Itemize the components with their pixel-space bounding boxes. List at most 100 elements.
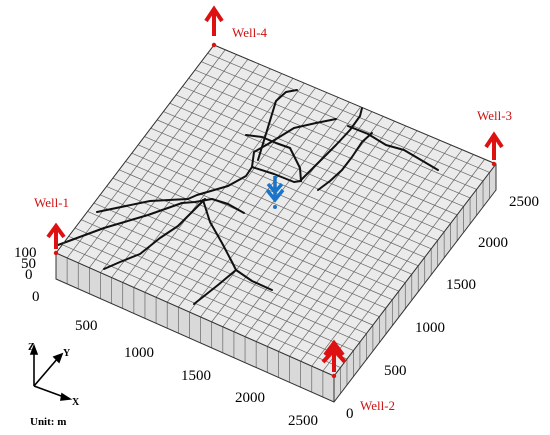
fracture-network bbox=[57, 89, 439, 305]
x-tick-label: 500 bbox=[75, 318, 98, 334]
grid-line bbox=[182, 86, 464, 207]
x-tick-label: 2500 bbox=[288, 413, 318, 429]
grid-line bbox=[81, 219, 361, 343]
well-label: Well-4 bbox=[232, 25, 268, 40]
grid-line bbox=[211, 111, 373, 323]
grid-line bbox=[194, 69, 477, 190]
side-grid bbox=[55, 164, 497, 402]
y-tick-label: 0 bbox=[346, 406, 354, 422]
fracture-6 bbox=[251, 118, 337, 168]
y-tick-label: 2500 bbox=[509, 194, 539, 210]
z-tick-label: 100 bbox=[14, 245, 37, 261]
z-tick-label: 50 bbox=[21, 256, 36, 272]
grid-line bbox=[89, 59, 249, 268]
well-point bbox=[53, 250, 59, 256]
well-4-marker: Well-4 bbox=[204, 5, 268, 48]
up-arrow-icon bbox=[484, 131, 504, 160]
well-label: Well-3 bbox=[477, 108, 512, 123]
well-3-marker: Well-3 bbox=[477, 108, 512, 167]
fracture-9 bbox=[245, 134, 302, 182]
grid-line bbox=[322, 159, 485, 372]
x-tick-label: 2000 bbox=[235, 390, 265, 406]
y-axis-arrow bbox=[33, 357, 59, 387]
fracture-10 bbox=[299, 107, 363, 182]
grid-line bbox=[163, 111, 445, 233]
grid-line bbox=[189, 101, 350, 313]
grid-line bbox=[289, 144, 452, 357]
y-arrowhead-icon bbox=[52, 352, 64, 364]
x-tick-label: 1500 bbox=[181, 368, 211, 384]
grid-line bbox=[155, 87, 316, 298]
well-point bbox=[273, 205, 277, 209]
y-tick-label: 1000 bbox=[415, 320, 445, 336]
grid-line bbox=[311, 154, 474, 367]
z-arrowhead-icon bbox=[29, 343, 39, 355]
grid-line bbox=[133, 78, 294, 288]
well-point bbox=[331, 373, 337, 379]
fracture-8 bbox=[251, 166, 302, 183]
fracture-5 bbox=[193, 269, 237, 305]
grid-line bbox=[74, 227, 354, 351]
grid-line bbox=[119, 169, 399, 292]
grid-line bbox=[278, 139, 440, 352]
well-label: Well-2 bbox=[360, 398, 395, 413]
x-tick-label: 1000 bbox=[124, 345, 154, 361]
grid-line bbox=[175, 94, 458, 216]
fracture-3 bbox=[103, 198, 206, 270]
grid-line bbox=[125, 161, 406, 284]
z-axis-scale: 100 50 0 bbox=[14, 245, 37, 283]
fracture-7 bbox=[257, 89, 298, 161]
x-axis-scale: 0 500 1000 1500 2000 2500 bbox=[32, 289, 318, 429]
x-axis-arrow bbox=[33, 385, 65, 398]
grid-line bbox=[87, 211, 367, 334]
grid-line bbox=[131, 152, 412, 275]
axis-indicator bbox=[29, 343, 73, 401]
y-axis-scale: 0 500 1000 1500 2000 2500 bbox=[346, 194, 539, 422]
front-left-side bbox=[56, 253, 334, 402]
up-arrow-icon bbox=[46, 222, 66, 249]
fracture-1 bbox=[96, 166, 253, 213]
well-label: Well-1 bbox=[34, 195, 69, 210]
grid-line bbox=[201, 61, 484, 182]
fracture-12 bbox=[347, 125, 439, 171]
well-1-marker: Well-1 bbox=[34, 195, 69, 256]
grid-line bbox=[300, 149, 463, 362]
grid-line bbox=[100, 63, 260, 273]
grid-line bbox=[244, 125, 407, 337]
well-point bbox=[211, 42, 217, 48]
grid-line bbox=[207, 52, 490, 173]
y-axis-label: Y bbox=[63, 348, 71, 359]
z-tick-label: 0 bbox=[25, 267, 33, 283]
grid-line bbox=[267, 135, 429, 347]
grid-line bbox=[156, 119, 438, 241]
y-tick-label: 2000 bbox=[478, 235, 508, 251]
fracture-2 bbox=[57, 198, 245, 246]
fracture-4 bbox=[202, 199, 273, 291]
fracture-11 bbox=[317, 132, 373, 191]
unit-label: Unit: m bbox=[30, 416, 66, 428]
grid-line bbox=[62, 244, 341, 368]
front-right-side bbox=[334, 164, 496, 402]
grid-line bbox=[111, 68, 271, 278]
up-arrow-icon bbox=[204, 5, 224, 36]
x-axis-label: X bbox=[72, 397, 80, 408]
z-axis-label: Z bbox=[28, 342, 35, 353]
grid-line bbox=[68, 236, 348, 360]
grid-line bbox=[255, 130, 418, 342]
grid-line bbox=[112, 177, 393, 301]
grid-line bbox=[200, 106, 361, 318]
y-tick-label: 500 bbox=[384, 363, 407, 379]
grid-line bbox=[178, 97, 339, 308]
y-tick-label: 1500 bbox=[446, 277, 476, 293]
grid-line bbox=[188, 77, 471, 199]
well-point bbox=[491, 161, 497, 167]
x-tick-label: 0 bbox=[32, 289, 40, 305]
x-arrowhead-icon bbox=[60, 392, 73, 401]
grid-line bbox=[233, 120, 395, 332]
injection-well-marker bbox=[265, 176, 285, 209]
up-arrow-icon bbox=[321, 339, 347, 372]
well-2-marker: Well-2 bbox=[321, 339, 395, 413]
grid-line bbox=[66, 49, 226, 259]
